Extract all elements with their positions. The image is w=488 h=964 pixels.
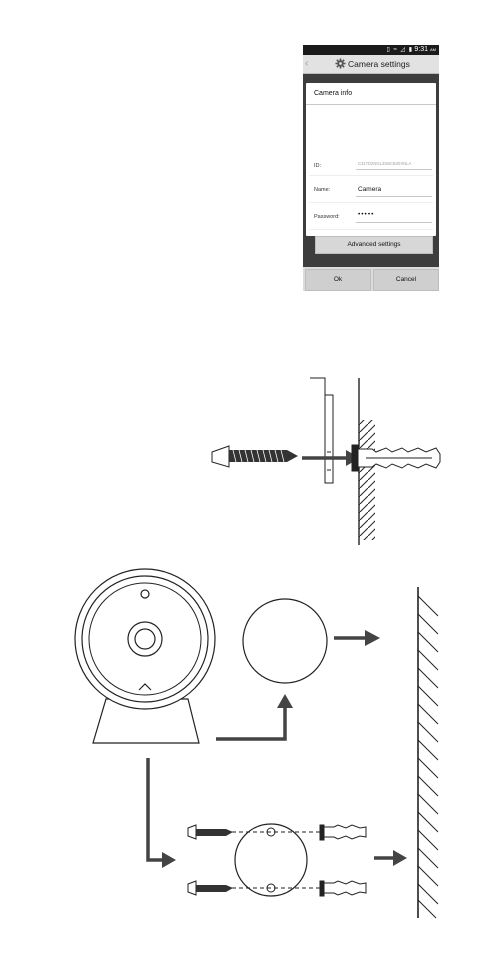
arrow-icon xyxy=(374,850,407,866)
arrow-icon xyxy=(334,630,380,646)
arrow-icon xyxy=(148,758,176,868)
screw-icon xyxy=(212,446,298,467)
camera-icon xyxy=(75,569,215,743)
camera-mount-figure xyxy=(75,569,438,918)
mount-bracket-icon xyxy=(310,378,333,483)
screw-icon xyxy=(188,881,233,895)
wall-anchor-icon xyxy=(352,445,440,471)
wall-screw-figure xyxy=(212,378,440,545)
wall-anchor-icon xyxy=(320,825,366,896)
mount-plate-icon xyxy=(243,599,327,683)
wall-icon xyxy=(418,587,438,918)
screw-icon xyxy=(188,825,233,839)
arrow-icon xyxy=(216,694,293,739)
mount-plate-screws xyxy=(188,824,366,896)
